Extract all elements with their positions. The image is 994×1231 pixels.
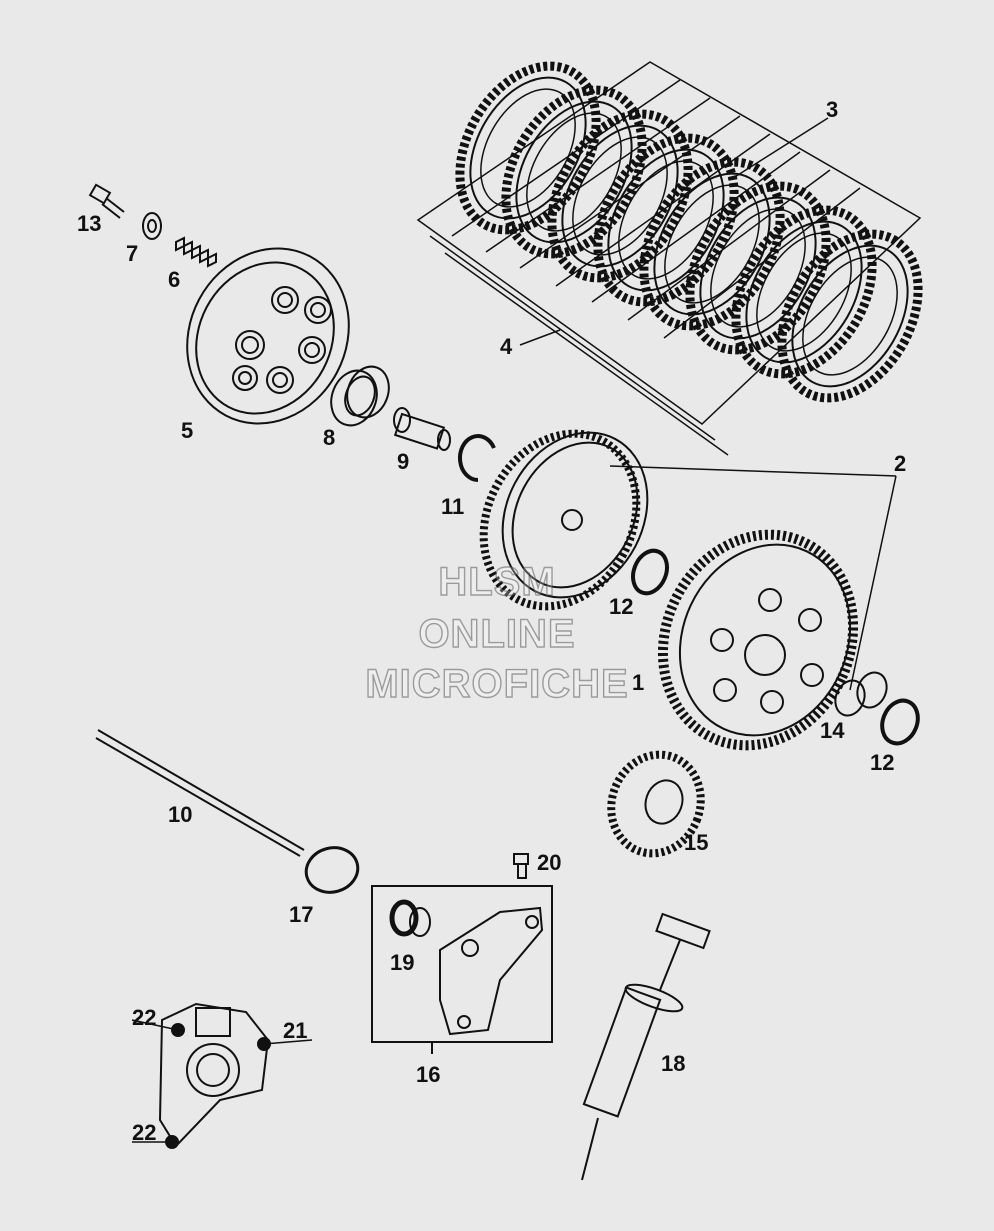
release-lever [439, 906, 544, 1036]
bushing [834, 671, 888, 717]
clutch-plate [618, 160, 714, 280]
callout-17: 17 [289, 902, 314, 927]
callout-16: 16 [416, 1062, 441, 1087]
callout-12a: 12 [609, 594, 634, 619]
clutch-basket [657, 529, 859, 751]
spring [175, 236, 217, 268]
callout-20: 20 [537, 850, 562, 875]
leader-lines [131, 117, 897, 1143]
clutch-plate [731, 205, 877, 379]
circlip [457, 434, 496, 482]
clutch-plate [756, 232, 852, 352]
callout-5: 5 [181, 418, 194, 443]
thrust-washer [631, 548, 920, 746]
callout-1: 1 [632, 670, 645, 695]
clutch-plate [607, 148, 725, 292]
callout-2: 2 [894, 451, 907, 476]
callout-18: 18 [661, 1051, 686, 1076]
callout-3: 3 [826, 97, 839, 122]
watermark-line-2: ONLINE [418, 611, 576, 656]
gear [607, 750, 705, 858]
clutch-plate [572, 136, 668, 256]
clutch-hub [479, 429, 649, 611]
screw [513, 853, 529, 879]
callout-13: 13 [77, 211, 102, 236]
callout-22b: 22 [132, 1120, 157, 1145]
clutch-plate [469, 76, 587, 220]
clutch-plate [561, 124, 679, 268]
release-assembly-box [371, 885, 553, 1043]
callout-11: 11 [441, 494, 465, 519]
watermark-line-3: MICROFICHE [365, 661, 629, 706]
grease-syringe [581, 912, 711, 1181]
seal [389, 899, 431, 937]
clutch-plate [664, 184, 760, 304]
bearing [330, 365, 390, 427]
clutch-plate [685, 181, 831, 355]
clutch-plate [745, 220, 863, 364]
clutch-plate [515, 100, 633, 244]
clutch-plate [710, 208, 806, 328]
clutch-plate [480, 88, 576, 208]
callout-4: 4 [500, 334, 513, 359]
clutch-plates [455, 61, 923, 403]
clutch-plate [791, 244, 909, 388]
callout-19: 19 [390, 950, 415, 975]
callout-7: 7 [126, 241, 139, 266]
callout-14: 14 [820, 718, 845, 743]
slave-cover [158, 1002, 271, 1149]
watermark-line-1: HLSM [438, 559, 556, 604]
o-ring [304, 846, 360, 894]
callout-6: 6 [168, 267, 181, 292]
callout-9: 9 [397, 449, 410, 474]
clutch-plate [653, 172, 771, 316]
bolt [88, 183, 125, 219]
clutch-plate [526, 112, 622, 232]
callout-15: 15 [684, 830, 709, 855]
callout-12b: 12 [870, 750, 895, 775]
push-piece [393, 407, 451, 451]
push-rod [95, 729, 305, 857]
clutch-plate [777, 229, 923, 403]
clutch-plate [699, 196, 817, 340]
clutch-plate [802, 256, 898, 376]
pressure-plate [186, 247, 350, 425]
callout-21: 21 [283, 1018, 308, 1043]
washer [142, 212, 162, 240]
callout-8: 8 [323, 425, 336, 450]
callout-10: 10 [168, 802, 193, 827]
callout-22a: 22 [132, 1005, 157, 1030]
